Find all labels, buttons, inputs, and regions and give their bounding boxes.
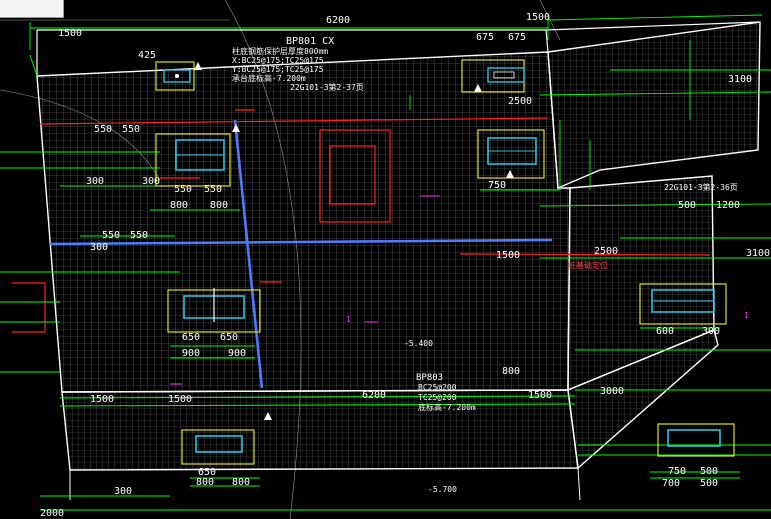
dim-500-bottom: 500: [700, 466, 718, 477]
dimension-lines: [0, 14, 771, 511]
raft-slab: [36, 21, 761, 501]
bp801-line2: X:BC25@175;TC25@175: [232, 56, 324, 65]
dim-2500-mid: 2500: [508, 96, 532, 107]
dim-300-right: 300: [702, 326, 720, 337]
dim-800-bottom2: 800: [232, 477, 250, 488]
dim-3000: 3000: [600, 386, 624, 397]
dim-550-e: 550: [102, 230, 120, 241]
elev-5700: -5.700: [428, 485, 457, 494]
dim-800-bottom: 800: [196, 477, 214, 488]
dim-300-mid: 300: [90, 242, 108, 253]
pile-cap-7: [181, 429, 255, 465]
dim-600: 600: [656, 326, 674, 337]
dim-3100-right: 3100: [746, 248, 770, 259]
slab-top-face: [36, 51, 571, 393]
right-note-1: 22G101-3第2-36页: [664, 182, 738, 192]
dim-650-b: 650: [220, 332, 238, 343]
dim-1200: 1200: [716, 200, 740, 211]
red-elements: [12, 109, 711, 333]
dim-650-a: 650: [182, 332, 200, 343]
pile-caps: [155, 59, 735, 465]
pile-cap-1: [155, 61, 195, 91]
dim-550-d: 550: [204, 184, 222, 195]
dim-425: 425: [138, 50, 156, 61]
dim-2000: 2000: [40, 508, 64, 519]
dim-1500-bottom-left: 1500: [90, 394, 114, 405]
dimension-texts: 6200 1500 1500 425 675 675 3100 2500 550…: [40, 12, 770, 519]
dim-500-right: 500: [678, 200, 696, 211]
annotation-texts: BP801 CX 柱底钢筋保护层厚度800mm X:BC25@175;TC25@…: [232, 36, 749, 494]
slab-front-face: [61, 389, 579, 471]
window-tab[interactable]: [0, 0, 64, 18]
dim-2500-right: 2500: [594, 246, 618, 257]
dim-800-lower: 800: [502, 366, 520, 377]
dim-6200-top: 6200: [326, 15, 350, 26]
dim-3100-top: 3100: [728, 74, 752, 85]
bp801-line4: 承台底标高-7.200m: [232, 73, 306, 83]
bp801-line5: 22G101-3第2-37页: [290, 82, 364, 92]
bp801-line3: Y:BC25@175;TC25@175: [232, 65, 324, 74]
dim-6200-bottom: 6200: [362, 390, 386, 401]
bp803-title: BP803: [416, 373, 443, 383]
dim-700-bottom: 700: [662, 478, 680, 489]
dim-550-f: 550: [130, 230, 148, 241]
elev-5400: -5.400: [404, 339, 433, 348]
pile-cap-3: [155, 133, 231, 187]
arrow-markers: [194, 62, 514, 420]
bp801-title: BP801 CX: [286, 36, 334, 47]
dim-1500-mid2: 1500: [168, 394, 192, 405]
dim-1500-top-right: 1500: [526, 12, 550, 23]
bp803-line1: BC25@200: [418, 383, 457, 392]
dim-675-b: 675: [508, 32, 526, 43]
pile-cap-5: [167, 288, 261, 333]
axis-lines: [49, 119, 553, 389]
dim-300-left2: 300: [142, 176, 160, 187]
dim-550-b: 550: [122, 124, 140, 135]
magenta-marks: [170, 195, 440, 385]
pile-cap-2: [461, 59, 525, 93]
dim-675-a: 675: [476, 32, 494, 43]
pile-cap-8: [657, 423, 735, 457]
bp801-line1: 柱底钢筋保护层厚度800mm: [232, 46, 328, 56]
dim-550-c: 550: [174, 184, 192, 195]
pile-note: 桩基础定位: [568, 260, 608, 270]
dim-300-left: 300: [86, 176, 104, 187]
mark-1-a: 1: [744, 311, 749, 320]
dim-500-bottom-right: 500: [700, 478, 718, 489]
dim-900-a: 900: [182, 348, 200, 359]
bp803-line3: 底标高-7.200m: [418, 402, 476, 412]
dim-650-bottom: 650: [198, 467, 216, 478]
dim-1500-top-left: 1500: [58, 28, 82, 39]
dim-750: 750: [488, 180, 506, 191]
dim-300-bottom: 300: [114, 486, 132, 497]
mark-1-b: 1: [346, 315, 351, 324]
bp803-line2: TC25@200: [418, 393, 457, 402]
dim-900-b: 900: [228, 348, 246, 359]
dim-800-b: 800: [210, 200, 228, 211]
dim-1500-bottom-right: 1500: [528, 390, 552, 401]
dim-1500-mid: 1500: [496, 250, 520, 261]
pile-cap-6: [639, 283, 727, 325]
dim-800-a: 800: [170, 200, 188, 211]
dim-750-bottom: 750: [668, 466, 686, 477]
dim-550-a: 550: [94, 124, 112, 135]
slab-side-face: [547, 21, 761, 190]
